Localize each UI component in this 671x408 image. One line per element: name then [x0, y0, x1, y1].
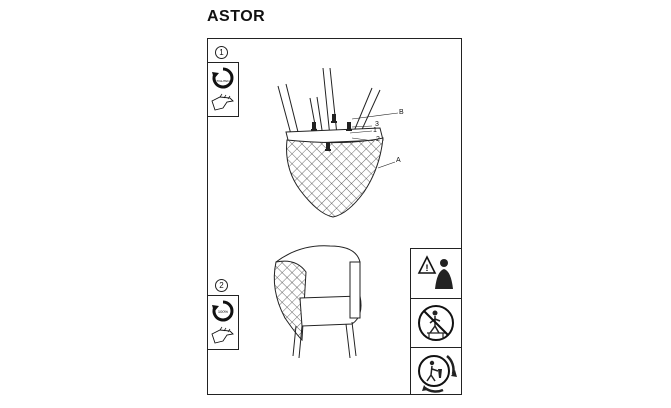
step-1-number: 1 — [215, 46, 228, 59]
chair-leg — [292, 325, 303, 359]
chair-leg — [345, 321, 357, 359]
hand-tighten-icon — [211, 326, 234, 344]
svg-text:!: ! — [426, 263, 429, 273]
leader-line-a — [377, 161, 396, 169]
hand-tighten-icon — [211, 93, 234, 111]
label-1: 1 — [373, 127, 377, 134]
no-standing-on-chair-icon — [411, 298, 461, 347]
bolt-icon — [346, 122, 352, 131]
tool-label: TIGHTEN — [216, 79, 229, 83]
bolt-icon — [311, 122, 317, 131]
chair-leg — [277, 83, 300, 139]
bolt-icon — [325, 142, 331, 151]
recycle-disposal-icon — [411, 347, 461, 396]
document-title: ASTOR — [207, 8, 266, 25]
leader-line-2 — [351, 137, 375, 142]
leader-line-b — [351, 112, 399, 120]
label-3: 3 — [375, 121, 379, 128]
circular-arrow-icon: 100% — [212, 300, 234, 322]
chair-leg — [322, 67, 338, 138]
warning-panel: ! — [410, 248, 462, 395]
leader-line-1 — [349, 130, 373, 134]
step-2-number: 2 — [215, 279, 228, 292]
step-2-tools: 100% — [207, 295, 239, 350]
quilted-shell — [286, 137, 384, 218]
label-2: 2 — [376, 136, 380, 143]
armrest — [349, 261, 361, 319]
instruction-frame — [207, 38, 462, 395]
label-a: A — [396, 157, 401, 164]
leader-line-3 — [351, 125, 373, 128]
bolt-icon — [331, 114, 337, 123]
caution-person-icon: ! — [411, 249, 461, 297]
tool-label: 100% — [218, 309, 229, 314]
step-1-tools: TIGHTEN — [207, 62, 239, 117]
label-b: B — [399, 109, 404, 116]
circular-arrow-icon: TIGHTEN — [212, 67, 234, 89]
